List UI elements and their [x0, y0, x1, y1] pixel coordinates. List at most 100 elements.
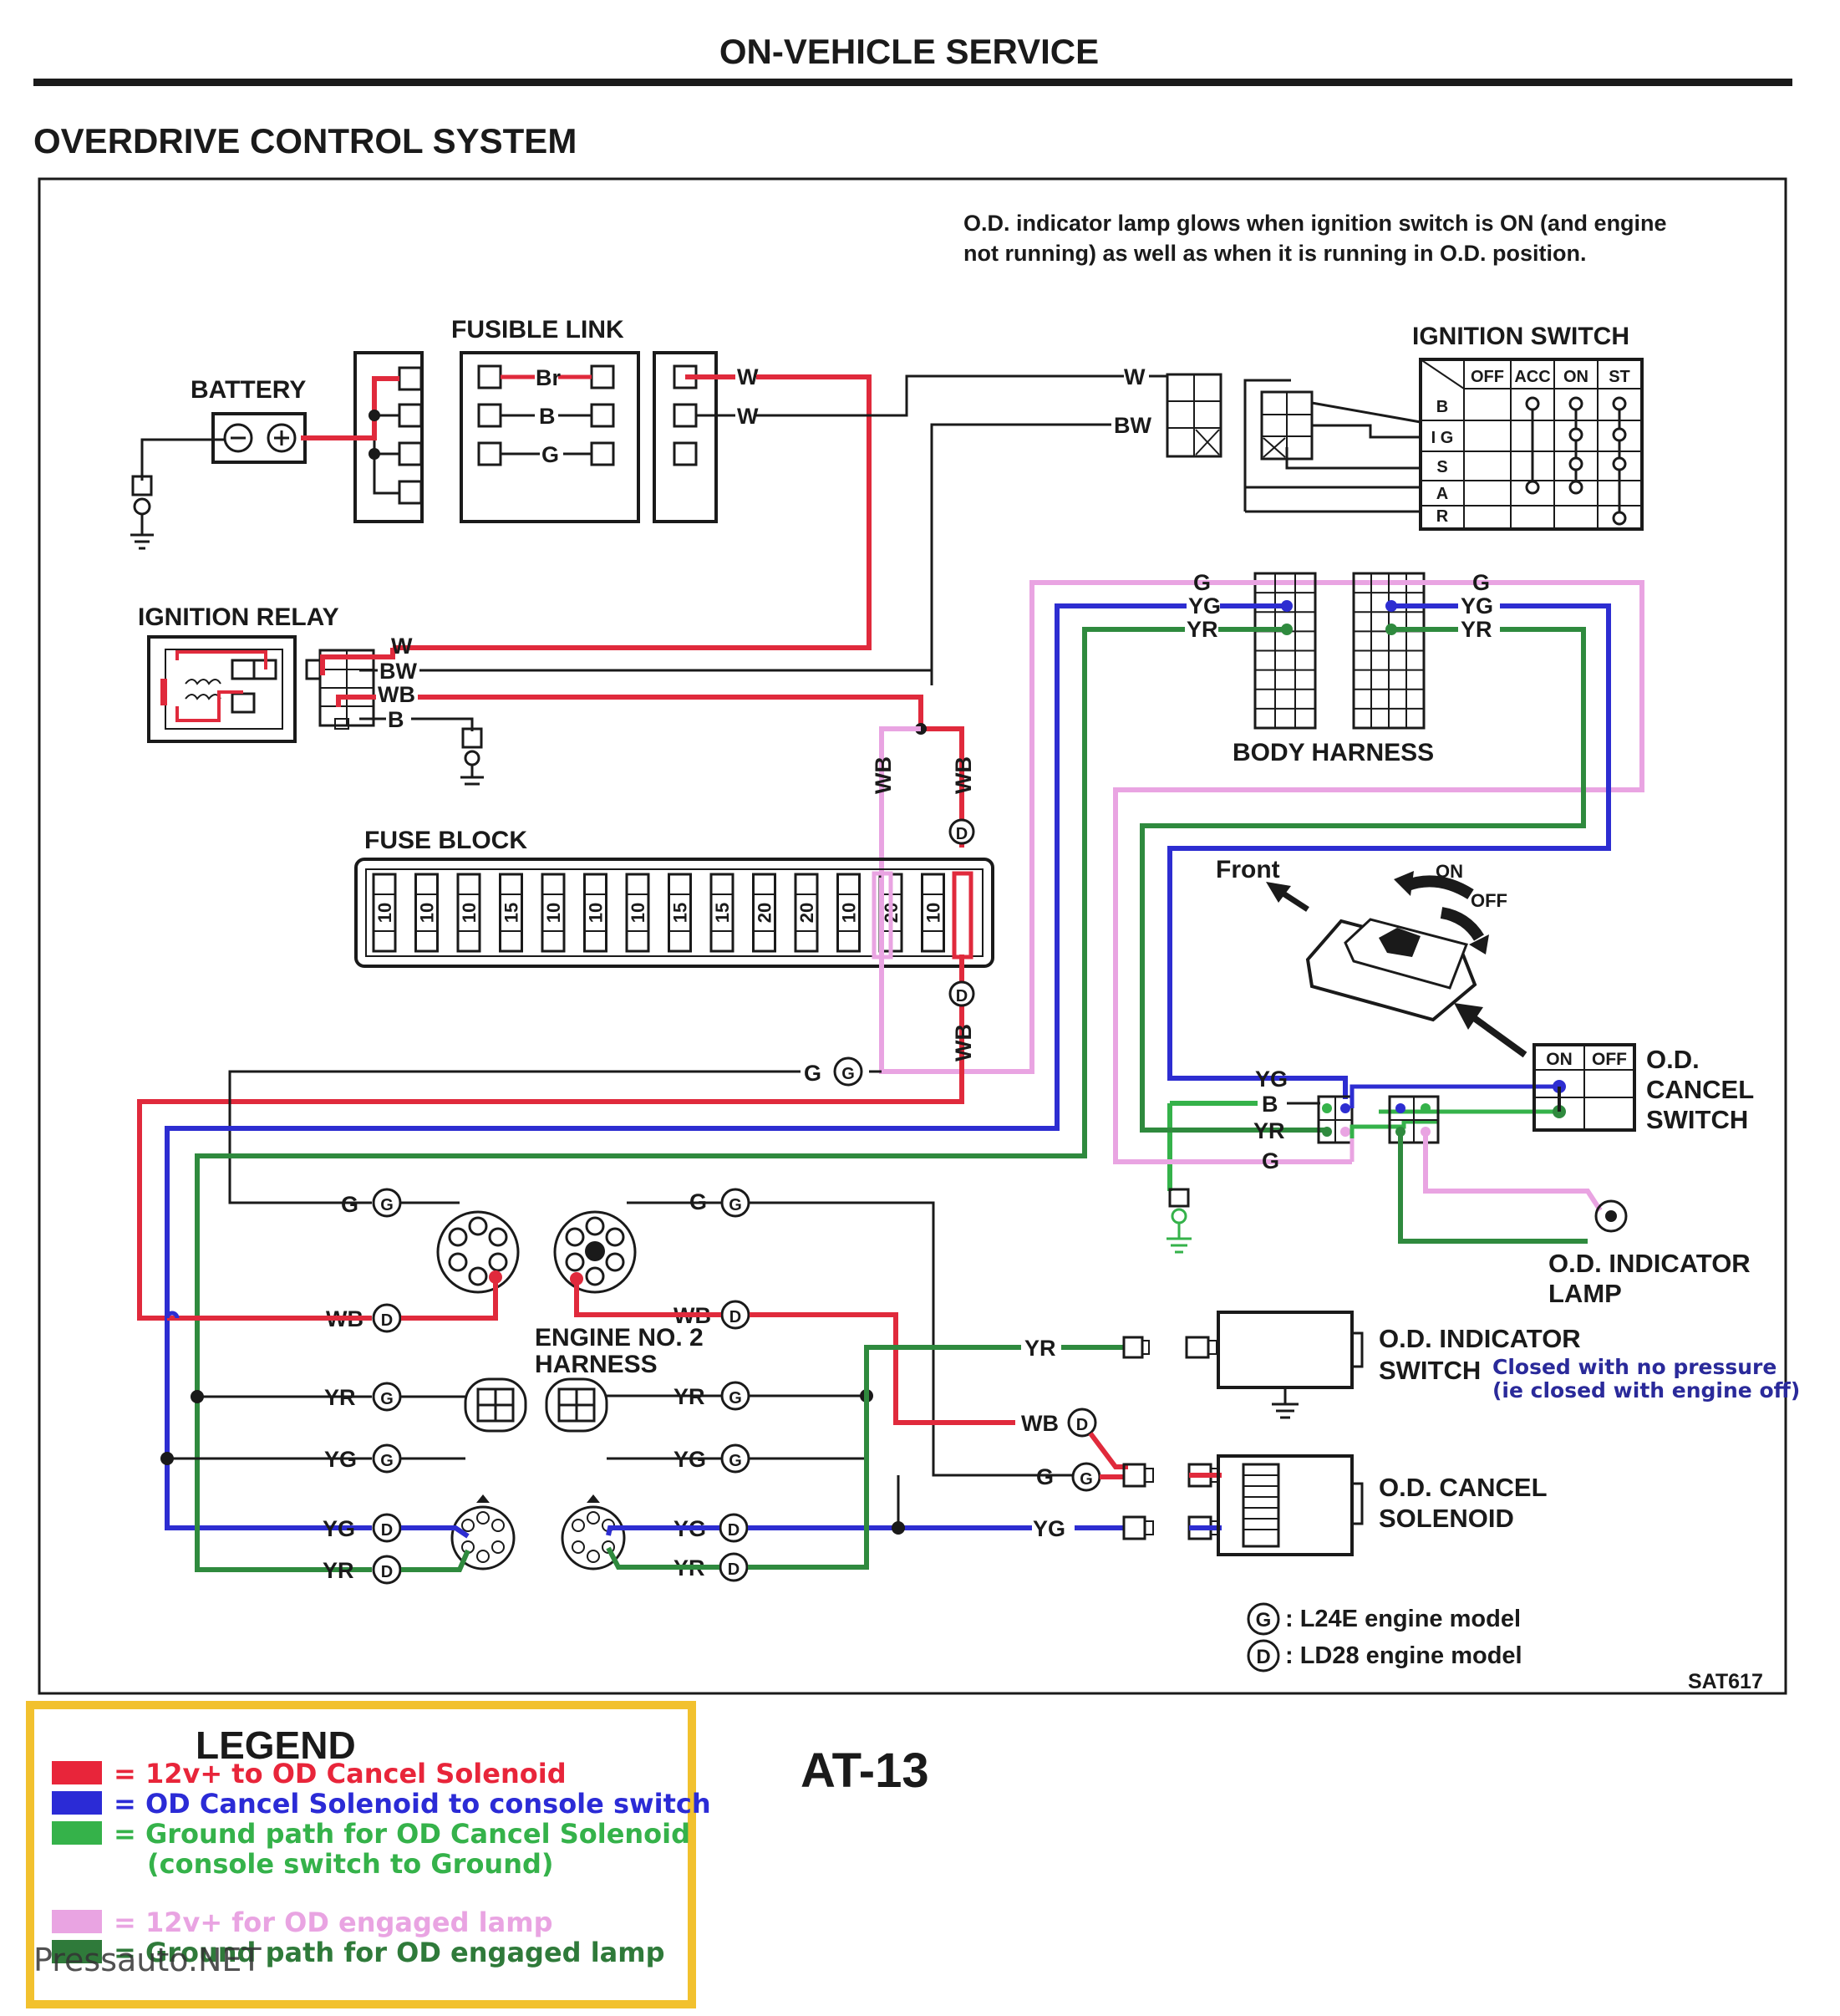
od-cancel-switch-label-3: SWITCH	[1646, 1105, 1748, 1134]
fuse-value: 20	[755, 903, 775, 923]
wire-g-bh2: G	[1472, 570, 1490, 595]
wire-g-top: G	[804, 1061, 821, 1086]
fuse-slot	[921, 873, 945, 953]
od-indicator-switch-label-2: SWITCH	[1379, 1356, 1481, 1385]
wire-wb-relay: WB	[378, 682, 415, 707]
legend-item-text: = 12v+ to OD Cancel Solenoid	[114, 1758, 567, 1789]
legend: LEGEND = 12v+ to OD Cancel Solenoid= OD …	[26, 1701, 711, 2008]
symbol-g-1: G	[841, 1065, 855, 1083]
wire-b-relay: B	[388, 707, 404, 732]
fuse-value: 10	[417, 903, 438, 923]
ig-row-r: R	[1436, 507, 1449, 526]
fuse-slot	[836, 873, 861, 953]
legend-swatch	[52, 1940, 102, 1963]
wire-w-2: W	[737, 404, 759, 429]
battery: BATTERY	[130, 376, 307, 550]
note-line-2: not running) as well as when it is runni…	[963, 241, 1587, 266]
ignition-relay: IGNITION RELAY W BW WB B	[138, 603, 964, 848]
legend-swatch	[52, 1910, 102, 1933]
legend-title: LEGEND	[196, 1723, 356, 1767]
legend-swatch	[52, 1761, 102, 1784]
diagram-frame	[38, 177, 1787, 1695]
ig-col-off: OFF	[1471, 368, 1504, 386]
wire-g-bh1: G	[1193, 570, 1211, 595]
ignition-switch-label: IGNITION SWITCH	[1412, 323, 1629, 350]
wire-wb-pink: WB	[871, 756, 896, 794]
wire-yg-bh1: YG	[1188, 593, 1221, 619]
wire-b-odc: B	[1262, 1092, 1278, 1117]
annotation-line-2: (ie closed with engine off)	[1492, 1378, 1800, 1403]
wire-w-relay: W	[391, 634, 413, 659]
symbol-d-e6: D	[728, 1560, 740, 1579]
page-header: ON-VEHICLE SERVICE	[719, 32, 1099, 71]
fuse-value: 10	[586, 903, 607, 923]
fusible-link-label: FUSIBLE LINK	[451, 316, 624, 344]
wire-yg-e2: YG	[323, 1516, 355, 1541]
wire-g-sol: G	[1036, 1464, 1054, 1489]
ignition-relay-label: IGNITION RELAY	[138, 603, 339, 631]
fuse-value: 20	[796, 903, 817, 923]
wire-yr-ods: YR	[1024, 1336, 1056, 1361]
ig-row-a: A	[1436, 485, 1448, 503]
wire-wb-fuse-out: WB	[951, 1024, 976, 1061]
wire-yr-e2: YR	[323, 1558, 354, 1583]
key-d-text: : LD28 engine model	[1285, 1642, 1522, 1669]
fuse-value: 10	[374, 903, 395, 923]
ig-row-s: S	[1436, 458, 1447, 476]
fuse-slot	[625, 873, 650, 953]
fuse-value: 10	[628, 903, 648, 923]
engine-harness-label-1: ENGINE NO. 2	[535, 1324, 704, 1352]
legend-item-text: (console switch to Ground)	[147, 1848, 554, 1880]
symbol-d-e1: D	[381, 1311, 393, 1330]
wire-yg-sol: YG	[1033, 1516, 1065, 1541]
fuse-value: 15	[670, 903, 691, 923]
wire-yg-bh2: YG	[1461, 593, 1493, 619]
fuse-slot	[794, 873, 819, 953]
key-d-symbol: D	[1256, 1646, 1270, 1668]
od-indicator-lamp-label-2: LAMP	[1548, 1279, 1622, 1308]
od-cancel-solenoid: WB D G G YG O.D. CANCEL SOLENOID	[1021, 1408, 1548, 1556]
fuse-slot	[456, 873, 481, 953]
od-indicator-lamp-label-1: O.D. INDICATOR	[1548, 1249, 1751, 1278]
page-number: AT-13	[801, 1744, 929, 1798]
wire-yr-bh1: YR	[1187, 617, 1218, 642]
engine-model-key: G : L24E engine model D : LD28 engine mo…	[1247, 1602, 1522, 1672]
symbol-d-e5: D	[728, 1521, 740, 1540]
figure-code: SAT617	[1688, 1670, 1763, 1693]
page-title: OVERDRIVE CONTROL SYSTEM	[33, 121, 577, 160]
legend-swatch	[52, 1791, 102, 1815]
symbol-d-e2: D	[381, 1521, 393, 1540]
fuse-value: 10	[839, 903, 860, 923]
symbol-g-e6: G	[729, 1452, 742, 1470]
od-cancel-solenoid-label-1: O.D. CANCEL	[1379, 1473, 1548, 1502]
legend-swatch	[52, 1821, 102, 1845]
od-cancel-switch-label-1: O.D.	[1646, 1045, 1700, 1074]
wire-yr-bh2: YR	[1461, 617, 1492, 642]
ig-col-st: ST	[1609, 368, 1630, 386]
fuse-value: 15	[712, 903, 733, 923]
annotation-line-1: Closed with no pressure	[1492, 1355, 1776, 1379]
fuse-value: 10	[459, 903, 480, 923]
fuse-slot	[752, 873, 776, 953]
fuse-slot	[414, 873, 439, 953]
body-harness: G YG YR G YG YR BODY HARNESS	[1187, 570, 1493, 766]
ignition-switch: W BW IGNITION SWITCH OFF	[930, 323, 1644, 685]
legend-item-text: = 12v+ for OD engaged lamp	[114, 1907, 552, 1938]
symbol-d-2: D	[956, 987, 968, 1005]
symbol-g-e3: G	[380, 1452, 394, 1470]
fuse-slot	[499, 873, 523, 953]
symbol-d-1: D	[956, 825, 968, 843]
wire-b-fl: B	[539, 404, 556, 429]
wire-br: Br	[536, 365, 561, 390]
body-harness-label: BODY HARNESS	[1233, 739, 1434, 766]
fuse-value: 10	[543, 903, 564, 923]
wire-w-3: W	[1124, 364, 1146, 389]
battery-label: BATTERY	[191, 376, 306, 404]
od-cancel-switch: ON OFF O.D. CANCEL SWITCH	[1350, 1043, 1754, 1138]
symbol-g-e5: G	[729, 1389, 742, 1408]
fuse-slot	[583, 873, 607, 953]
ig-row-b: B	[1436, 398, 1448, 416]
od-indicator-switch: YR O.D. INDICATOR SWITCH Closed with no …	[1024, 1311, 1800, 1419]
